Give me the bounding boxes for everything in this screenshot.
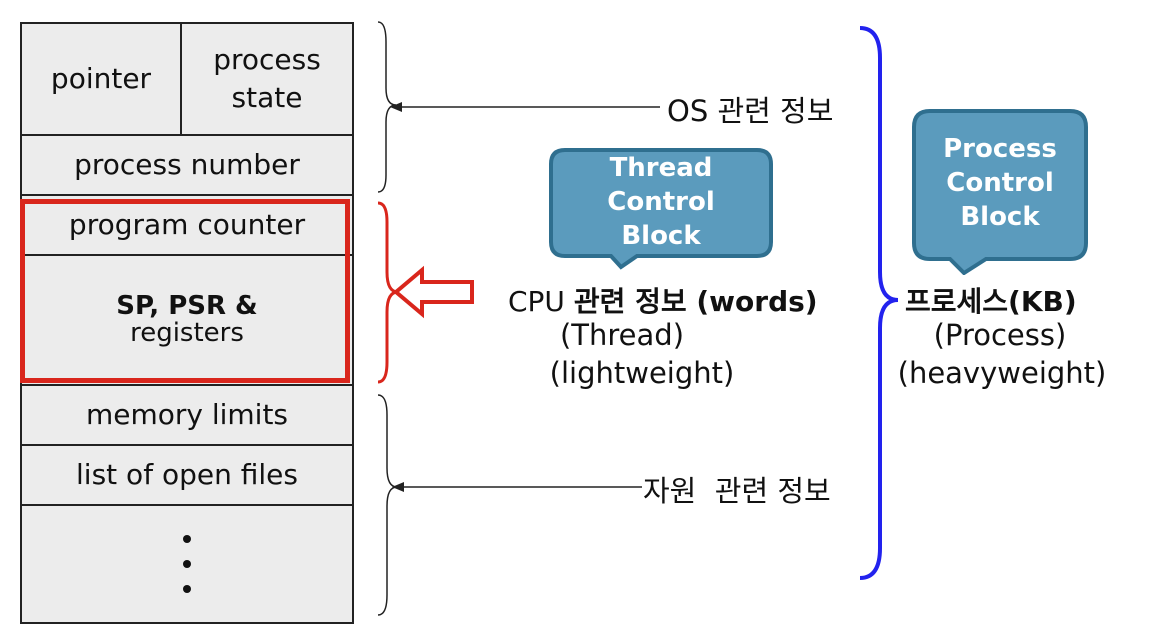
heavyweight-label: (heavyweight) xyxy=(897,356,1107,390)
registers-label-line2: registers xyxy=(130,318,244,348)
process-control-block-callout xyxy=(912,109,1088,275)
process-label: (Process) xyxy=(933,318,1067,352)
thread-callout-line3: Block xyxy=(621,221,701,251)
process-brace xyxy=(859,26,899,580)
resource-info-arrowhead xyxy=(392,482,404,492)
thread-control-block-text: Thread Control Block xyxy=(551,151,771,253)
ellipsis-cell xyxy=(20,504,354,624)
pointer-cell: pointer xyxy=(20,22,182,136)
resource-info-brace xyxy=(377,394,398,616)
thread-label: (Thread) xyxy=(559,318,685,352)
thread-callout-line1: Thread xyxy=(609,153,713,183)
registers-label-line1: SP, PSR & xyxy=(116,290,258,321)
os-info-label: OS 관련 정보 xyxy=(667,94,834,128)
process-state-label-line2: state xyxy=(231,81,303,114)
process-control-block-text: Process Control Block xyxy=(914,132,1086,234)
registers-cell: SP, PSR & registers xyxy=(20,254,354,386)
resource-info-label: 자원 관련 정보 xyxy=(643,474,831,508)
process-kb-label: 프로세스(KB) xyxy=(905,285,1077,318)
pointer-label: pointer xyxy=(50,62,152,96)
cpu-info-label: CPU 관련 정보 (words) xyxy=(508,280,818,320)
process-callout-line1: Process xyxy=(943,134,1057,164)
process-callout-line2: Control xyxy=(946,168,1054,198)
cpu-info-bold: 관련 정보 (words) xyxy=(573,285,818,318)
thread-callout-line2: Control xyxy=(607,187,715,217)
process-number-label: process number xyxy=(74,148,300,182)
os-info-arrowhead xyxy=(390,102,402,112)
lightweight-label: (lightweight) xyxy=(549,356,735,390)
memory-limits-cell: memory limits xyxy=(20,384,354,446)
process-callout-line3: Block xyxy=(960,202,1040,232)
cpu-info-prefix: CPU xyxy=(508,285,574,318)
open-files-label: list of open files xyxy=(76,458,298,492)
process-state-label-line1: process xyxy=(213,43,321,77)
open-files-cell: list of open files xyxy=(20,444,354,506)
cpu-info-hollow-arrow xyxy=(392,265,474,319)
cpu-context-highlight xyxy=(20,199,350,383)
memory-limits-label: memory limits xyxy=(85,398,289,432)
thread-control-block-callout xyxy=(549,148,773,270)
vertical-ellipsis-icon xyxy=(183,535,191,593)
program-counter-label: program counter xyxy=(68,208,306,242)
